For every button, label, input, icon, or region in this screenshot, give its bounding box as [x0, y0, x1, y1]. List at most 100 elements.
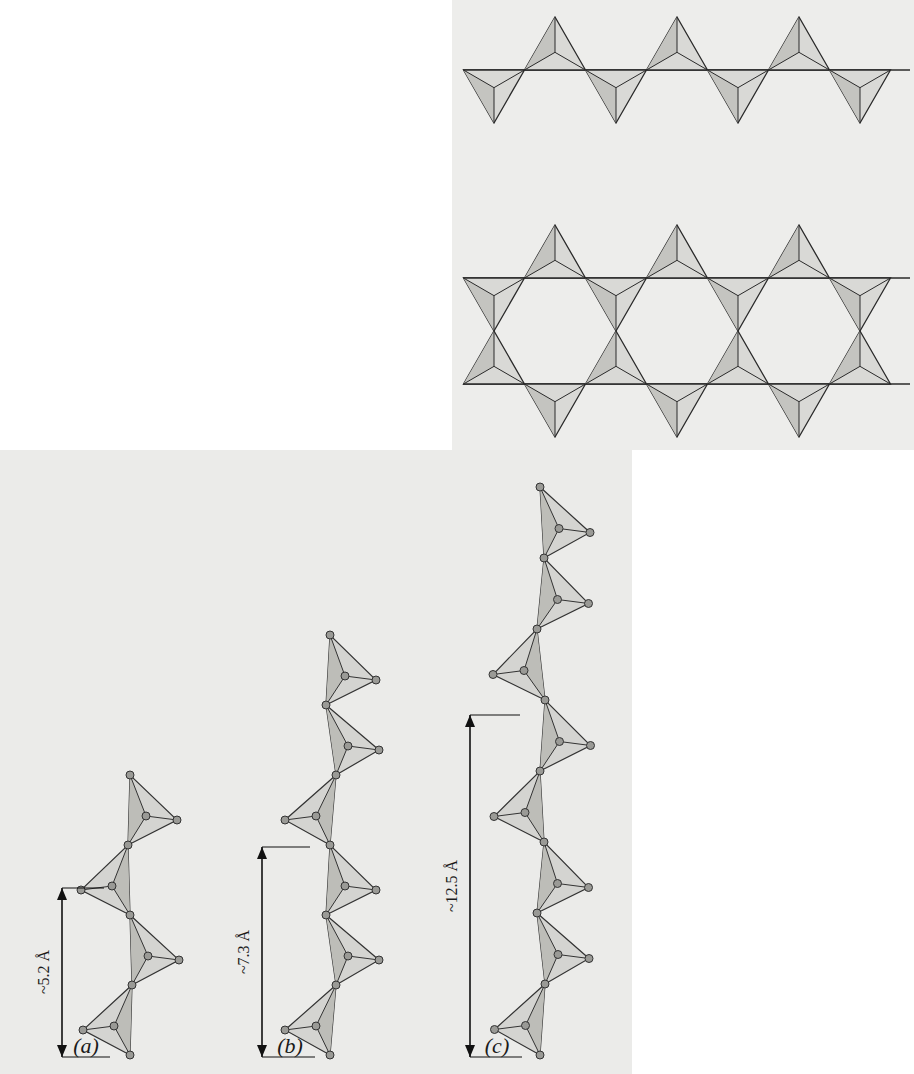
tetrahedron-edge [830, 278, 861, 296]
tetrahedron [537, 842, 589, 913]
tetrahedron-edge [525, 260, 556, 278]
tetrahedron [586, 331, 647, 384]
tetrahedron-edge [647, 52, 678, 70]
oxygen-atom [541, 696, 549, 704]
tetrahedron [285, 775, 336, 845]
tetrahedron-shade [326, 705, 348, 775]
oxygen-atom [522, 1022, 530, 1030]
tetrahedron-shade [326, 845, 345, 915]
oxygen-atom [77, 886, 85, 894]
tetrahedron-shade [525, 225, 556, 278]
oxygen-atom [540, 838, 548, 846]
oxygen-atom [79, 1026, 87, 1034]
tetrahedron [326, 915, 379, 985]
tetrahedron-edge [285, 816, 316, 820]
tetrahedron-edge [128, 816, 146, 845]
tetrahedron-shade [128, 775, 146, 845]
tetrahedron [464, 70, 525, 123]
tetrahedron-edge [830, 366, 861, 384]
tetrahedron-edge [555, 384, 586, 402]
tetrahedron-shade [464, 278, 495, 331]
tetrahedron-shade [130, 915, 148, 985]
tetrahedron-edge [647, 260, 678, 278]
tetrahedron-edge [526, 984, 546, 1026]
arrowhead [257, 847, 267, 859]
oxygen-atom [144, 952, 152, 960]
tetrahedron-edge [545, 700, 560, 742]
tetrahedron-edge [799, 225, 800, 260]
oxygen-atom [585, 955, 593, 963]
tetrahedron [769, 17, 830, 70]
tetrahedron [830, 70, 891, 123]
tetrahedron-edge [330, 635, 345, 676]
tetrahedron-edge [316, 816, 330, 845]
tetrahedron-edge [316, 1026, 330, 1055]
tetrahedron-edge [558, 884, 589, 888]
oxygen-atom [173, 816, 181, 824]
tetrahedron-shade [112, 845, 130, 915]
oxygen-atom [128, 981, 136, 989]
tetrahedron-edge [494, 813, 525, 817]
tetrahedron-shade [525, 771, 544, 842]
oxygen-atom [556, 738, 564, 746]
tetrahedron [493, 629, 545, 700]
tetrahedron-shade [647, 384, 678, 437]
tetrahedron-edge [738, 331, 739, 366]
tetrahedron [586, 278, 647, 331]
oxygen-atom [124, 841, 132, 849]
oxygen-atom [175, 956, 183, 964]
tetrahedron-edge [114, 1026, 130, 1055]
oxygen-atom [586, 529, 594, 537]
tetrahedron-shade [464, 70, 495, 123]
tetrahedron-edge [494, 278, 525, 296]
tetrahedron-edge [525, 813, 544, 843]
tetrahedron-edge [336, 956, 348, 985]
tetrahedron-edge [860, 296, 861, 331]
part-label: (a) [73, 1033, 99, 1059]
tetrahedron-edge [677, 402, 678, 437]
tetrahedron-shade [647, 225, 678, 278]
tetrahedron-shade [830, 331, 861, 384]
tetrahedron-shade [464, 331, 495, 384]
tetrahedron-edge [148, 956, 179, 960]
oxygen-atom [521, 809, 529, 817]
tetrahedron [647, 17, 708, 70]
tetrahedron-shade [586, 70, 617, 123]
tetrahedron-edge [555, 52, 586, 70]
tetrahedron [525, 225, 586, 278]
tetrahedron-edge [130, 915, 148, 956]
dimension-line [61, 888, 63, 1057]
tetrahedron-edge [526, 1026, 541, 1056]
tetrahedron-edge [860, 278, 891, 296]
tetrahedron-shade [769, 225, 800, 278]
tetrahedron [81, 845, 130, 915]
tetrahedron-edge [285, 1026, 316, 1030]
oxygen-atom [332, 981, 340, 989]
tetrahedron [647, 225, 708, 278]
tetrahedron-edge [677, 225, 678, 260]
tetrahedron [525, 17, 586, 70]
tetrahedron-shade [525, 384, 556, 437]
oxygen-atom [126, 911, 134, 919]
tetrahedron-edge [860, 331, 861, 366]
tetrahedron-edge [616, 278, 647, 296]
tetrahedron-edge [537, 913, 558, 955]
tetrahedron-edge [708, 70, 739, 88]
tetrahedron-edge [677, 52, 708, 70]
oxygen-atom [375, 746, 383, 754]
tetrahedron-edge [345, 886, 376, 890]
tetrahedron-edge [860, 366, 891, 384]
oxygen-atom [533, 625, 541, 633]
tetrahedron-edge [647, 384, 678, 402]
part-label: (c) [485, 1033, 509, 1059]
oxygen-atom [490, 813, 498, 821]
tetrahedron [326, 705, 379, 775]
oxygen-atom [585, 884, 593, 892]
tetrahedron-shade [708, 70, 739, 123]
tetrahedron-edge [616, 296, 617, 331]
dimension-line [469, 715, 471, 1057]
oxygen-atom [536, 483, 544, 491]
tetrahedron [128, 775, 177, 845]
oxygen-atom [344, 952, 352, 960]
